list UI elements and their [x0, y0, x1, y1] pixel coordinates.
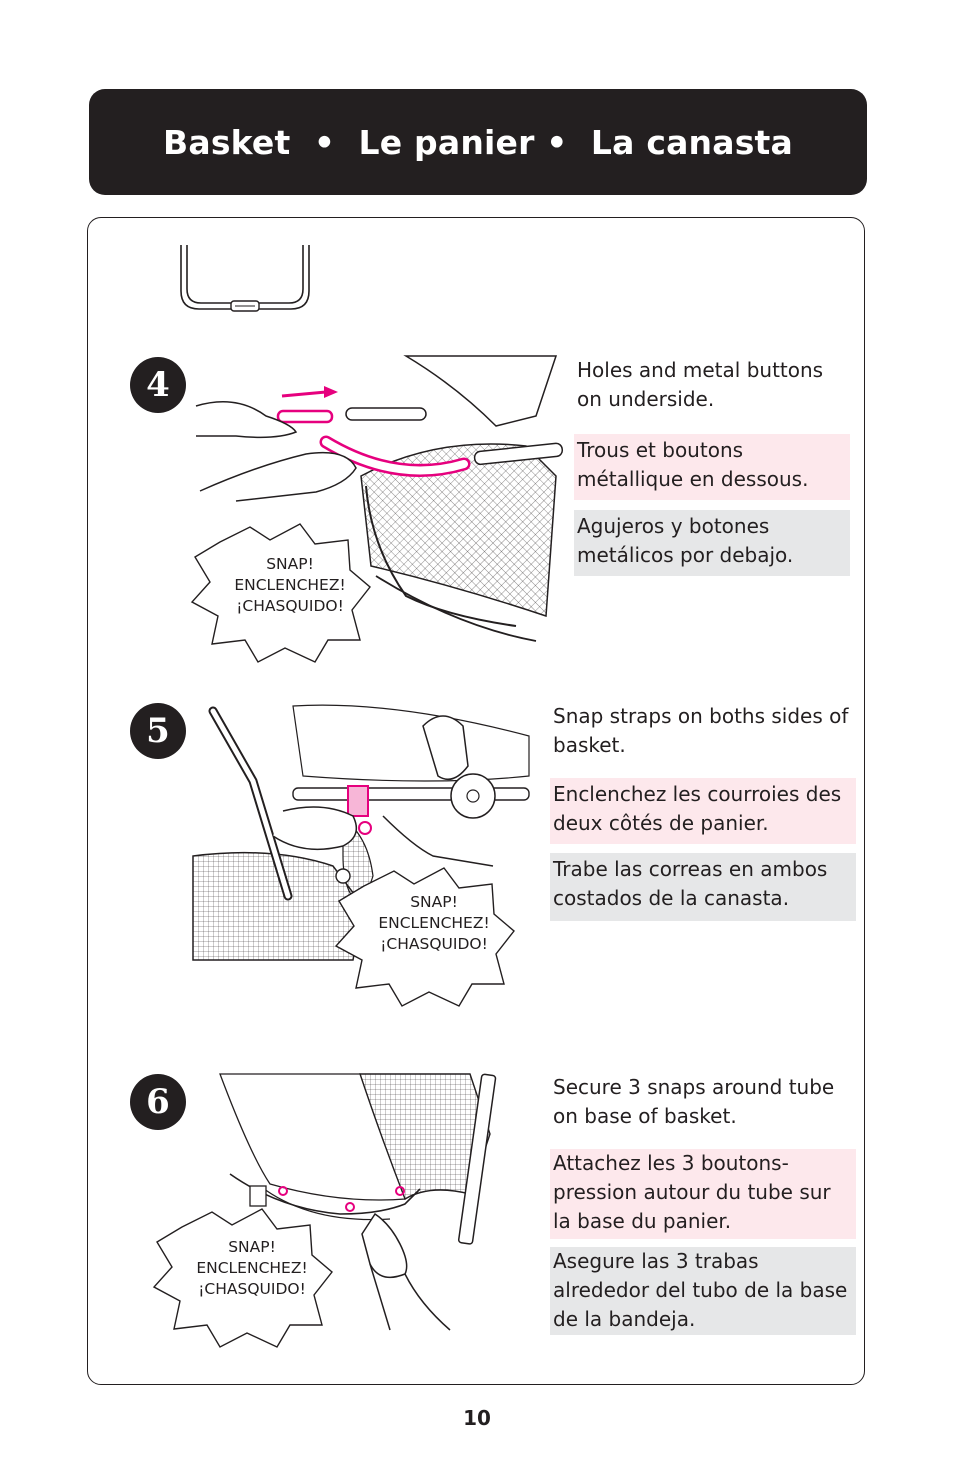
step-4-text-fr: Trous et boutons métallique en dessous. — [574, 434, 850, 500]
step-4-text-en: Holes and metal buttons on underside. — [577, 358, 824, 411]
section-title: Basket • Le panier • La canasta — [163, 122, 793, 162]
step-6-illustration — [219, 1073, 497, 1331]
step-6-text-fr: Attachez les 3 boutons-pression autour d… — [550, 1149, 856, 1239]
burst-enclenchez: ENCLENCHEZ! — [196, 1259, 308, 1277]
burst-chasquido: ¡CHASQUIDO! — [380, 935, 488, 953]
step-6-badge: 6 — [130, 1074, 186, 1130]
step-6-text-en: Secure 3 snaps around tube on base of ba… — [553, 1075, 835, 1128]
step-6-snap-burst — [152, 1208, 333, 1348]
burst-chasquido: ¡CHASQUIDO! — [236, 597, 344, 615]
step-5-text-en: Snap straps on boths sides of basket. — [553, 704, 849, 757]
step-4-text-es: Agujeros y botones metálicos por debajo. — [574, 510, 850, 576]
basket-tube-icon — [180, 245, 310, 312]
step-4-burst-text: SNAP! ENCLENCHEZ! ¡CHASQUIDO! — [210, 554, 370, 617]
burst-snap: SNAP! — [410, 893, 458, 911]
burst-snap: SNAP! — [266, 555, 314, 573]
section-header: Basket • Le panier • La canasta — [89, 89, 867, 195]
step-6-burst-text: SNAP! ENCLENCHEZ! ¡CHASQUIDO! — [172, 1237, 332, 1300]
burst-enclenchez: ENCLENCHEZ! — [378, 914, 490, 932]
burst-snap: SNAP! — [228, 1238, 276, 1256]
step-4-badge: 4 — [130, 357, 186, 413]
burst-chasquido: ¡CHASQUIDO! — [198, 1280, 306, 1298]
step-4-illustration — [195, 355, 564, 642]
step-5-badge: 5 — [130, 703, 186, 759]
step-5-text-es: Trabe las correas en ambos costados de l… — [550, 853, 856, 921]
step-5-burst-text: SNAP! ENCLENCHEZ! ¡CHASQUIDO! — [354, 892, 514, 955]
step-5-snap-burst — [334, 867, 515, 1007]
burst-enclenchez: ENCLENCHEZ! — [234, 576, 346, 594]
instruction-panel — [87, 217, 865, 1385]
step-4-snap-burst — [190, 523, 371, 663]
page-number: 10 — [463, 1406, 491, 1430]
step-5-text-fr: Enclenchez les courroies des deux côtés … — [550, 778, 856, 844]
step-5-illustration — [192, 704, 530, 961]
step-6-text-es: Asegure las 3 trabas alrededor del tubo … — [550, 1247, 856, 1335]
